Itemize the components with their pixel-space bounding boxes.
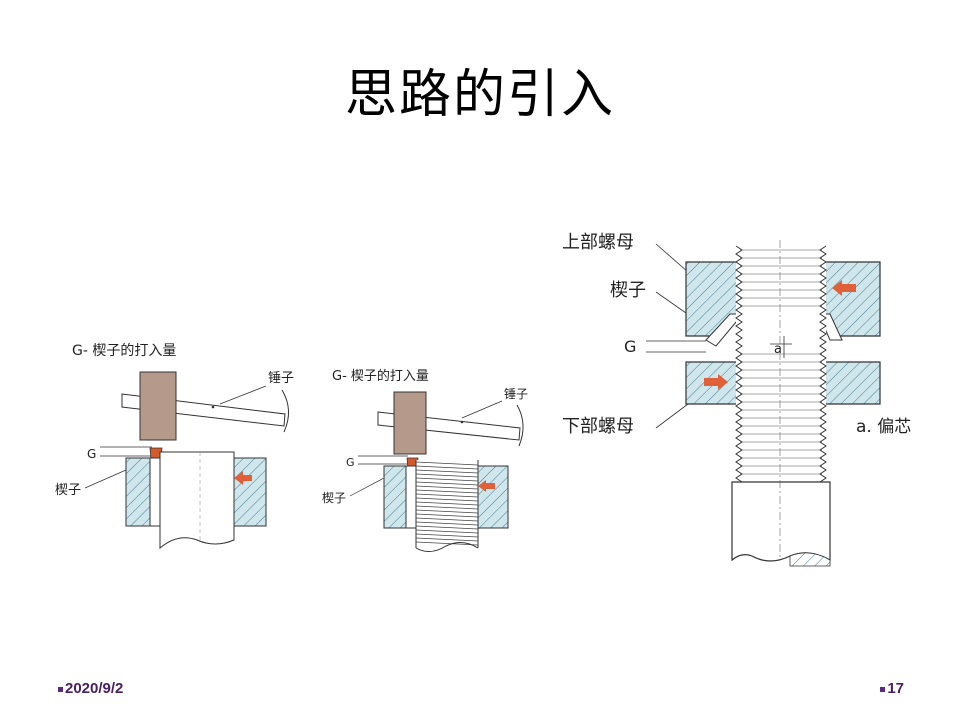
figure-2-hammer [377,391,524,455]
figure-3-upper-force-arrow [832,280,856,296]
figure-2-threaded-shaft-body [415,460,479,552]
footer-page-number: 17 [880,680,904,697]
figure-1-hammer [121,371,289,441]
figure-1-plain-shaft: G- 楔子的打入量 锤子 G 楔子 [55,342,294,550]
figure-2-gap-label: G [346,456,355,469]
figure-3-lower-force-arrow [704,374,728,390]
figure-3-center-mark: a [774,342,782,357]
figure-2-title: G- 楔子的打入量 [332,368,429,384]
figure-3-lower-nut-label: 下部螺母 [562,416,634,437]
figure-3-bolt: a [731,240,831,567]
figure-1-force-arrow [234,471,252,485]
figure-1-gap-label: G [87,447,96,461]
figure-1-title: G- 楔子的打入量 [72,342,176,359]
figure-3-double-nut: 上部螺母 楔子 G 下部螺母 a. 偏芯 [562,232,911,567]
footer-date: 2020/9/2 [58,680,123,697]
figure-2-hammer-label: 锤子 [504,386,528,401]
figure-3-wedge-label: 楔子 [610,280,646,301]
footer-bullet-icon [58,686,63,692]
figure-3-offset-label: a. 偏芯 [856,417,911,437]
footer-page-text: 17 [887,680,904,697]
figure-3-gap-label: G [624,337,636,356]
figure-1-wedge-label: 楔子 [55,483,81,498]
slide-title: 思路的引入 [344,65,615,125]
figure-1-left-block [125,457,151,527]
figure-2-threaded-shaft: G- 楔子的打入量 锤子 G 楔子 [322,368,528,552]
figure-2-left-block [383,465,407,529]
figure-1-right-block [233,457,267,527]
footer-date-text: 2020/9/2 [65,680,124,697]
figure-2-wedge-label: 楔子 [322,491,346,505]
figure-3-upper-nut-label: 上部螺母 [562,232,634,253]
figure-2-right-block [477,465,509,529]
figure-2-force-arrow [478,480,495,492]
figure-1-hammer-label: 锤子 [268,371,294,386]
figure-1-shaft [159,451,235,550]
footer-bullet-icon [880,686,886,692]
